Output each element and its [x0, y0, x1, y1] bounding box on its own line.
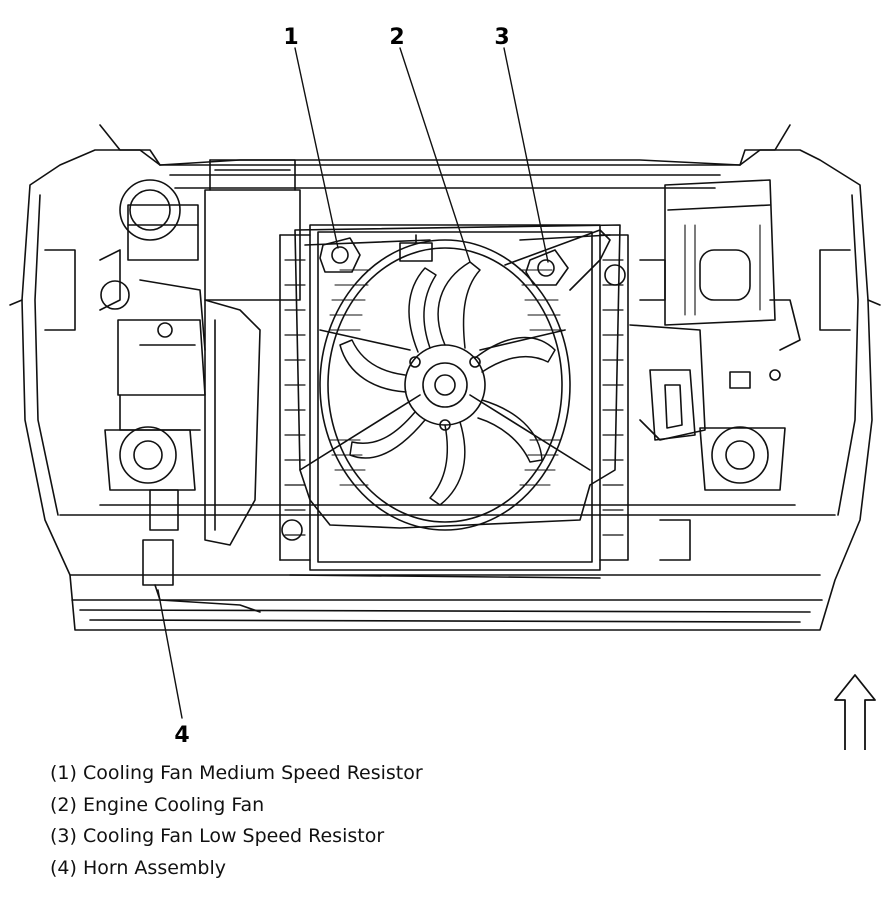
callout-number-2: 2 — [389, 25, 404, 50]
connector-top — [400, 235, 432, 261]
callout-number-4: 4 — [174, 723, 189, 748]
cooling-fan — [340, 262, 555, 505]
lower-valance — [80, 575, 810, 622]
callout-number-3: 3 — [494, 25, 509, 50]
engine-front-diagram: 1 2 3 4 — [0, 25, 893, 750]
legend-item-3: (3) Cooling Fan Low Speed Resistor — [50, 825, 385, 847]
legend-item-4: (4) Horn Assembly — [50, 856, 227, 879]
radiator — [280, 225, 628, 570]
legend: (1) Cooling Fan Medium Speed Resistor (2… — [50, 758, 423, 884]
front-fascia — [10, 125, 880, 630]
callout-number-1: 1 — [283, 25, 298, 50]
legend-item-1: (1) Cooling Fan Medium Speed Resistor — [50, 762, 423, 784]
leader-lines — [158, 48, 548, 718]
up-arrow-icon — [835, 675, 875, 750]
low-speed-resistor — [505, 230, 610, 290]
legend-item-2: (2) Engine Cooling Fan — [50, 793, 265, 816]
right-components — [605, 180, 800, 560]
medium-speed-resistor — [320, 238, 360, 272]
left-components — [100, 160, 300, 612]
